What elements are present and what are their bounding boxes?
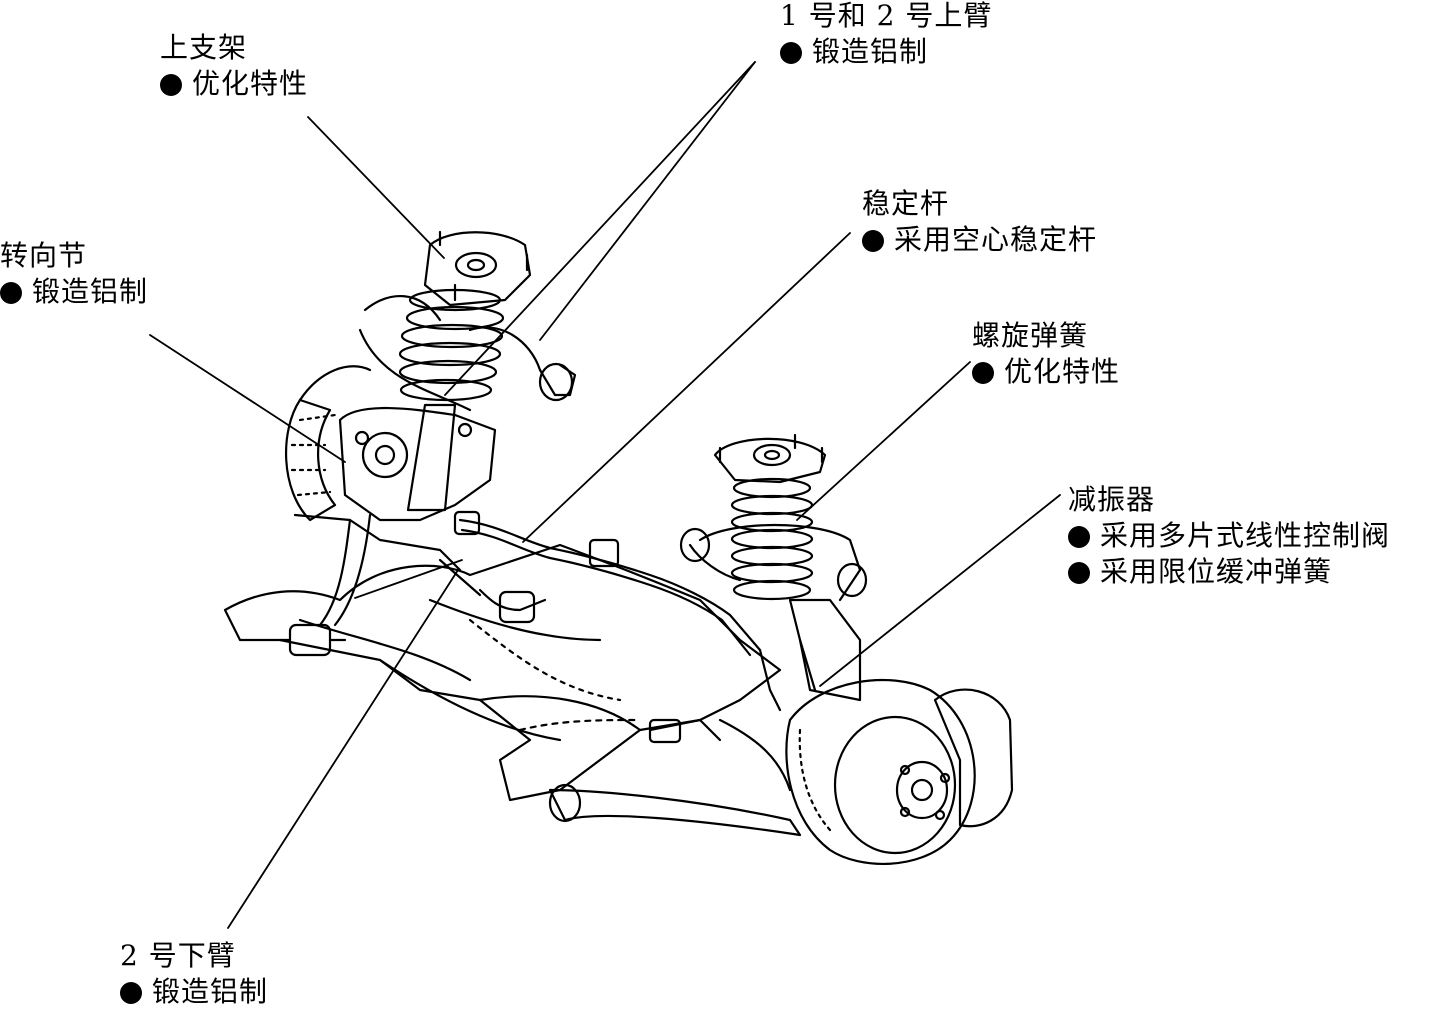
left-coil-spring [398, 288, 505, 402]
leader-upper-arms-1 [444, 61, 756, 396]
lower-arm-2-feature: 锻造铝制 [120, 974, 268, 1010]
upper-arms-title: 1 号和 2 号上臂 [780, 0, 993, 32]
bullet-icon [0, 282, 22, 304]
bullet-icon [972, 362, 994, 384]
shock-absorber-feature-1: 采用多片式线性控制阀 [1068, 518, 1390, 554]
bullet-icon [1068, 562, 1090, 584]
left-knuckle [338, 406, 497, 522]
bullet-icon [780, 42, 802, 64]
right-strut [548, 433, 1014, 865]
stabilizer-bar-feature: 采用空心稳定杆 [862, 222, 1097, 258]
leader-lines [149, 61, 1061, 929]
callout-stabilizer-bar: 稳定杆 采用空心稳定杆 [862, 186, 1097, 258]
bullet-icon [120, 982, 142, 1004]
left-upper-mount [423, 231, 532, 307]
callout-shock-absorber: 减振器 采用多片式线性控制阀 采用限位缓冲弹簧 [1068, 482, 1390, 590]
subframe [223, 543, 782, 802]
right-upper-mount [713, 437, 827, 484]
right-upper-arm [688, 523, 862, 602]
bullet-icon [1068, 526, 1090, 548]
right-coil-spring [730, 477, 814, 601]
callout-steering-knuckle: 转向节 锻造铝制 [0, 238, 148, 310]
right-caliper [933, 688, 1014, 828]
leader-upper-arms-2 [539, 61, 756, 341]
leader-stabilizer-bar [522, 232, 851, 543]
leader-coil-spring [796, 361, 971, 521]
stabilizer-bar [453, 510, 782, 712]
callout-lower-arm-2: 2 号下臂 锻造铝制 [120, 938, 268, 1010]
coil-spring-title: 螺旋弹簧 [972, 319, 1089, 352]
upper-arms-feature: 锻造铝制 [780, 34, 992, 70]
lower-arm-2-title: 2 号下臂 [120, 939, 236, 972]
callout-coil-spring: 螺旋弹簧 优化特性 [972, 318, 1120, 390]
bullet-icon [862, 230, 884, 252]
steering-knuckle-title: 转向节 [0, 239, 88, 272]
callout-upper-arms: 1 号和 2 号上臂 锻造铝制 [780, 0, 992, 70]
right-brake-disc [785, 678, 976, 865]
leader-lower-arm-2-a [227, 569, 459, 929]
leader-upper-support [307, 116, 445, 259]
shock-absorber-title: 减振器 [1068, 483, 1156, 516]
coil-spring-feature: 优化特性 [972, 354, 1120, 390]
left-strut [278, 230, 577, 657]
leader-shock-absorber [819, 494, 1061, 687]
left-brake-disc [285, 398, 337, 522]
upper-support-feature: 优化特性 [160, 66, 308, 102]
right-lower-arm [548, 788, 802, 837]
leader-lower-arm-2-b [354, 559, 463, 599]
shock-absorber-feature-2: 采用限位缓冲弹簧 [1068, 554, 1390, 590]
bullet-icon [160, 74, 182, 96]
leader-steering-knuckle [149, 334, 346, 463]
callout-upper-support: 上支架 优化特性 [160, 30, 308, 102]
upper-support-title: 上支架 [160, 31, 248, 64]
stabilizer-bar-title: 稳定杆 [862, 187, 950, 220]
left-upper-arm [363, 295, 577, 397]
steering-knuckle-feature: 锻造铝制 [0, 274, 148, 310]
